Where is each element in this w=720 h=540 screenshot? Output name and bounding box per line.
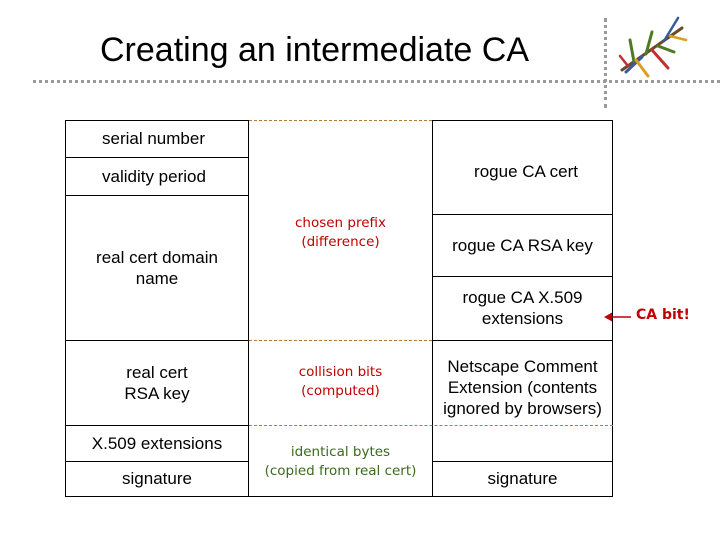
rsa-key-label-line2: RSA key xyxy=(124,383,189,404)
middle-bottom-line xyxy=(249,496,432,497)
chosen-prefix-label-line2: (difference) xyxy=(301,233,379,252)
left-signature-field: signature xyxy=(66,461,248,496)
rogue-rsa-key-field: rogue CA RSA key xyxy=(433,214,612,276)
domain-name-field: real cert domain name xyxy=(66,195,248,340)
identical-bytes-region: identical bytes (copied from real cert) xyxy=(249,435,432,489)
right-row-line xyxy=(432,340,613,341)
x509-extensions-label: X.509 extensions xyxy=(92,433,222,454)
netscape-comment-label: Netscape Comment Extension (contents ign… xyxy=(435,356,610,419)
rogue-ca-cert-field: rogue CA cert xyxy=(433,150,612,192)
right-row-line xyxy=(432,496,613,497)
identical-bytes-label-line2: (copied from real cert) xyxy=(265,462,417,481)
chosen-prefix-label-line1: chosen prefix xyxy=(295,214,386,233)
identical-bytes-label-line1: identical bytes xyxy=(291,443,390,462)
tree-logo-icon xyxy=(612,10,692,90)
collision-bits-label-line1: collision bits xyxy=(299,363,382,382)
left-signature-label: signature xyxy=(122,468,192,489)
netscape-comment-field: Netscape Comment Extension (contents ign… xyxy=(433,352,612,448)
rogue-x509-label-line2: extensions xyxy=(482,308,563,329)
chosen-prefix-region: chosen prefix (difference) xyxy=(249,206,432,260)
right-signature-label: signature xyxy=(488,468,558,489)
collision-bits-region: collision bits (computed) xyxy=(249,355,432,409)
collision-bits-label-line2: (computed) xyxy=(301,382,380,401)
right-signature-field: signature xyxy=(433,461,612,496)
serial-number-label: serial number xyxy=(102,128,205,149)
page-title: Creating an intermediate CA xyxy=(100,28,529,72)
ca-bit-label: CA bit! xyxy=(636,307,690,323)
x509-extensions-field: X.509 extensions xyxy=(66,425,248,461)
domain-name-label: real cert domain name xyxy=(86,247,228,289)
ca-bit-arrow-icon xyxy=(604,311,632,323)
middle-dashed-line xyxy=(249,340,432,341)
serial-number-field: serial number xyxy=(66,120,248,157)
validity-period-field: validity period xyxy=(66,157,248,195)
rsa-key-field: real cert RSA key xyxy=(66,340,248,425)
left-row-line xyxy=(65,496,249,497)
right-row-line xyxy=(432,120,613,121)
validity-period-label: validity period xyxy=(102,166,206,187)
rogue-x509-label-line1: rogue CA X.509 xyxy=(462,287,582,308)
rsa-key-label-line1: real cert xyxy=(126,362,187,383)
rogue-ca-cert-label: rogue CA cert xyxy=(474,161,578,182)
dotted-divider-vertical xyxy=(604,18,607,108)
right-box-right-border xyxy=(612,120,613,497)
middle-dashed-line xyxy=(249,120,432,121)
rogue-x509-extensions-field: rogue CA X.509 extensions xyxy=(433,276,612,340)
rogue-rsa-key-label: rogue CA RSA key xyxy=(452,235,593,256)
